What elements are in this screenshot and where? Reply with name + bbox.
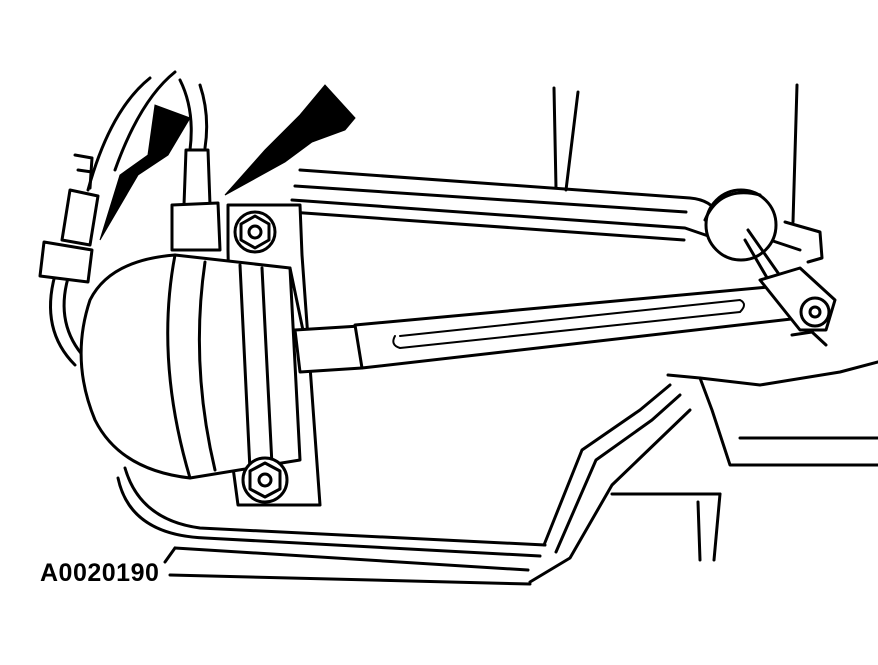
upper-bolt xyxy=(233,210,277,254)
actuator-rod xyxy=(353,283,810,370)
vacuum-hoses xyxy=(38,70,222,367)
pointer-arrow-right xyxy=(224,84,356,196)
lower-bolt xyxy=(241,456,289,504)
figure-code: A0020190 xyxy=(40,559,160,587)
pointer-arrow-left xyxy=(99,104,191,241)
vacuum-actuator xyxy=(79,253,364,480)
door-linkage xyxy=(703,188,837,347)
housing-outline xyxy=(116,83,878,586)
